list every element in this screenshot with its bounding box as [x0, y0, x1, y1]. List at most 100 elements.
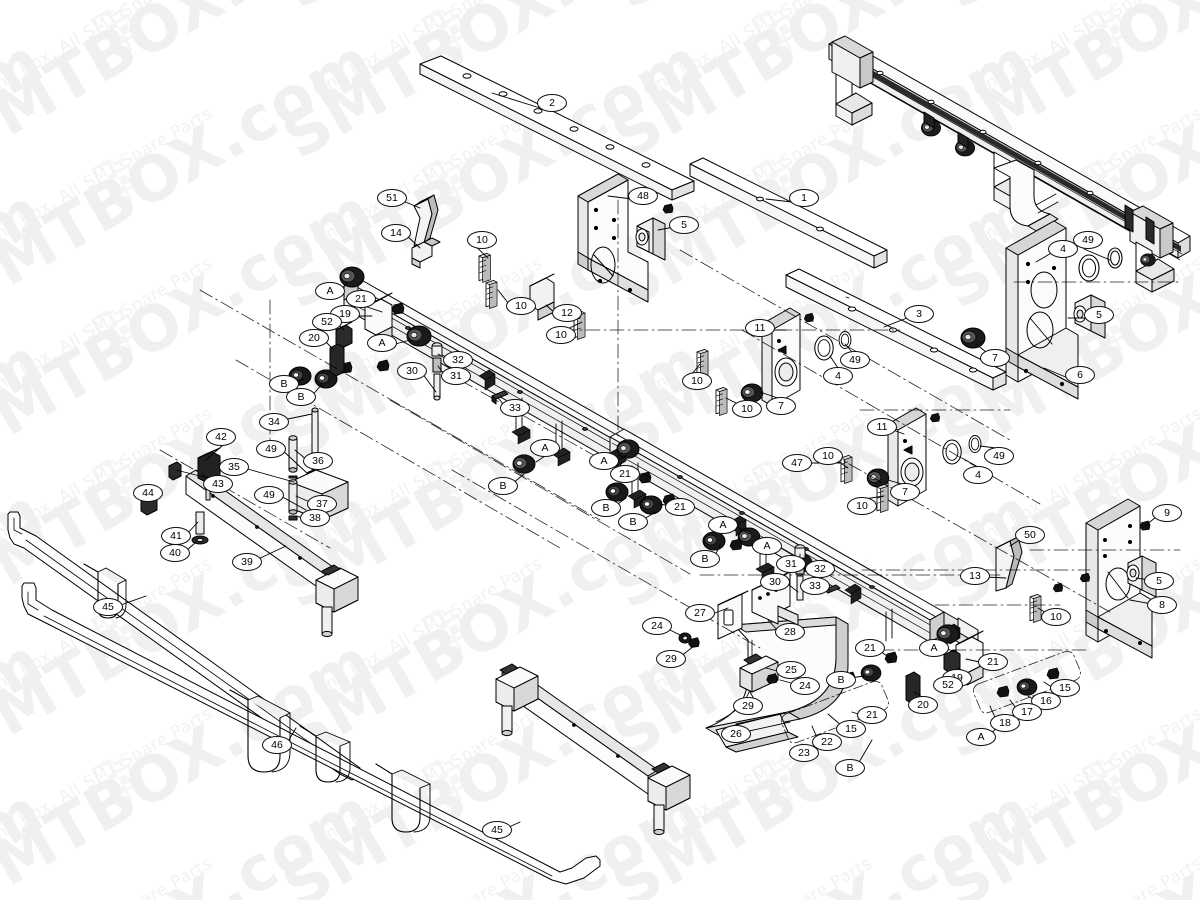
callout-outline — [708, 516, 738, 534]
callout-balloon-7: 7 — [980, 349, 1010, 367]
callout-balloon-38: 38 — [300, 509, 330, 527]
callout-label: 22 — [821, 735, 833, 748]
callout-balloon-28: 28 — [775, 623, 805, 641]
callout-balloon-11: 11 — [745, 319, 775, 337]
callout-label: 48 — [637, 189, 649, 202]
callout-label: 28 — [784, 625, 796, 638]
callout-balloon-8: 8 — [1147, 596, 1177, 614]
callout-balloon-20: 20 — [299, 329, 329, 347]
callout-label: 52 — [321, 315, 333, 328]
callout-balloon-10: 10 — [546, 326, 576, 344]
callout-balloon-39: 39 — [232, 553, 262, 571]
callout-outline — [978, 653, 1008, 671]
callout-label: 31 — [785, 557, 797, 570]
callout-outline — [589, 452, 619, 470]
callout-balloon-b: B — [488, 477, 518, 495]
callout-outline — [610, 465, 640, 483]
callout-balloon-33: 33 — [500, 399, 530, 417]
callout-outline — [776, 661, 806, 679]
callout-balloon-b: B — [835, 759, 865, 777]
callout-outline — [367, 334, 397, 352]
callout-label: A — [326, 284, 334, 297]
callout-balloon-2: 2 — [537, 94, 567, 112]
callout-label: 10 — [515, 299, 527, 312]
callout-label: 24 — [799, 679, 811, 692]
callout-label: 24 — [651, 619, 663, 632]
callout-label: B — [280, 377, 288, 390]
callout-outline — [904, 305, 934, 323]
callout-outline — [908, 696, 938, 714]
callout-label: 21 — [866, 708, 878, 721]
callout-balloon-b: B — [690, 550, 720, 568]
callout-outline — [855, 639, 885, 657]
callout-outline — [776, 555, 806, 573]
callout-balloon-13: 13 — [960, 567, 990, 585]
callout-balloon-a: A — [589, 452, 619, 470]
callout-balloon-10: 10 — [732, 400, 762, 418]
callout-label: 30 — [406, 364, 418, 377]
callout-outline — [867, 418, 897, 436]
callout-label: 45 — [491, 823, 503, 836]
callout-label: 31 — [450, 369, 462, 382]
part-5-bushing-a — [635, 217, 666, 261]
callout-outline — [933, 676, 963, 694]
callout-label: 23 — [798, 746, 810, 759]
callout-label: 20 — [308, 331, 320, 344]
callout-balloon-7: 7 — [890, 483, 920, 501]
callout-outline — [766, 397, 796, 415]
callout-outline — [591, 499, 621, 517]
callout-outline — [836, 720, 866, 738]
callout-outline — [506, 297, 536, 315]
callout-outline — [760, 573, 790, 591]
callout-label: 5 — [681, 218, 687, 231]
callout-outline — [482, 821, 512, 839]
callout-label: A — [378, 336, 386, 349]
callout-label: 21 — [674, 500, 686, 513]
callout-balloon-6: 6 — [1065, 366, 1095, 384]
callout-outline — [919, 639, 949, 657]
callout-balloon-17: 17 — [1012, 703, 1042, 721]
part-51-bracket — [413, 194, 439, 247]
callout-outline — [1041, 608, 1071, 626]
callout-outline — [789, 744, 819, 762]
callout-balloon-b: B — [591, 499, 621, 517]
callout-balloon-23: 23 — [789, 744, 819, 762]
callout-outline — [823, 367, 853, 385]
callout-outline — [377, 189, 407, 207]
callout-balloon-50: 50 — [1015, 526, 1045, 544]
callout-outline — [1073, 231, 1103, 249]
part-8-bracket — [1085, 498, 1153, 659]
callout-outline — [813, 447, 843, 465]
callout-label: 21 — [864, 641, 876, 654]
callout-balloon-42: 42 — [206, 428, 236, 446]
callout-outline — [682, 372, 712, 390]
callout-label: 49 — [849, 353, 861, 366]
callout-balloon-49: 49 — [256, 440, 286, 458]
callout-label: 10 — [822, 449, 834, 462]
callout-label: 52 — [942, 678, 954, 691]
part-33-pin-b — [823, 584, 841, 594]
callout-balloon-21: 21 — [346, 290, 376, 308]
callout-outline — [315, 282, 345, 300]
part-6-bracket — [1005, 220, 1079, 400]
callout-outline — [775, 623, 805, 641]
callout-label: B — [701, 552, 709, 565]
callout-label: 30 — [769, 575, 781, 588]
callout-label: B — [629, 515, 637, 528]
callout-outline — [1084, 306, 1114, 324]
part-33-pin-a — [491, 390, 509, 405]
callout-label: 32 — [452, 353, 464, 366]
callout-balloon-a: A — [708, 516, 738, 534]
callout-balloon-10: 10 — [847, 497, 877, 515]
callout-label: 38 — [309, 511, 321, 524]
callout-outline — [960, 567, 990, 585]
callout-label: A — [541, 441, 549, 454]
callout-balloon-10: 10 — [467, 231, 497, 249]
callout-balloon-46: 46 — [262, 736, 292, 754]
callout-label: 12 — [561, 306, 573, 319]
part-20-clip-a — [329, 343, 345, 377]
callout-outline — [286, 388, 316, 406]
callout-balloon-44: 44 — [133, 484, 163, 502]
callout-outline — [966, 728, 996, 746]
